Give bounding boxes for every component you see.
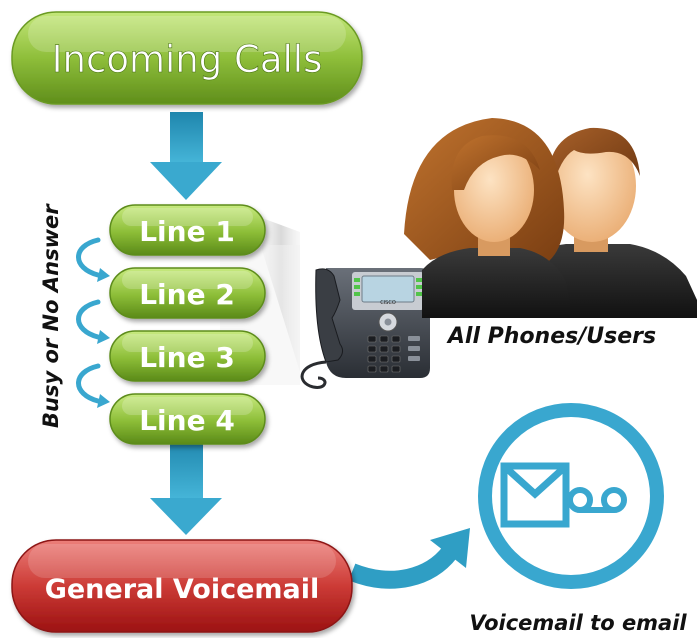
line-3-node bbox=[109, 330, 266, 382]
rollover-arrows bbox=[76, 237, 110, 408]
general-voicemail-node bbox=[11, 539, 353, 633]
line-1-label: Line 1 bbox=[139, 215, 235, 248]
incoming-calls-node bbox=[11, 11, 363, 105]
phone-brand-label: CISCO bbox=[380, 300, 396, 306]
desk-phone-icon bbox=[300, 268, 430, 389]
voicemail-email-icon bbox=[478, 403, 664, 589]
users-label: All Phones/Users bbox=[446, 324, 656, 349]
voicemail-email-label: Voicemail to email bbox=[469, 611, 687, 635]
line-4-node bbox=[109, 393, 266, 445]
rollover-label: Busy or No Answer bbox=[39, 203, 63, 428]
arrow-voicemail-to-email bbox=[348, 546, 458, 589]
arrow-voicemail-to-email-head bbox=[430, 528, 470, 568]
line-2-label: Line 2 bbox=[139, 278, 235, 311]
female-user-icon bbox=[404, 118, 572, 318]
incoming-calls-label: Incoming Calls bbox=[52, 38, 323, 81]
line-2-node bbox=[109, 267, 266, 319]
general-voicemail-label: General Voicemail bbox=[45, 574, 320, 605]
arrow-lines-to-voicemail bbox=[150, 438, 222, 535]
line-3-label: Line 3 bbox=[139, 341, 235, 374]
line-1-node bbox=[109, 204, 266, 256]
arrow-incoming-to-lines bbox=[150, 112, 222, 200]
line-4-label: Line 4 bbox=[139, 404, 235, 437]
